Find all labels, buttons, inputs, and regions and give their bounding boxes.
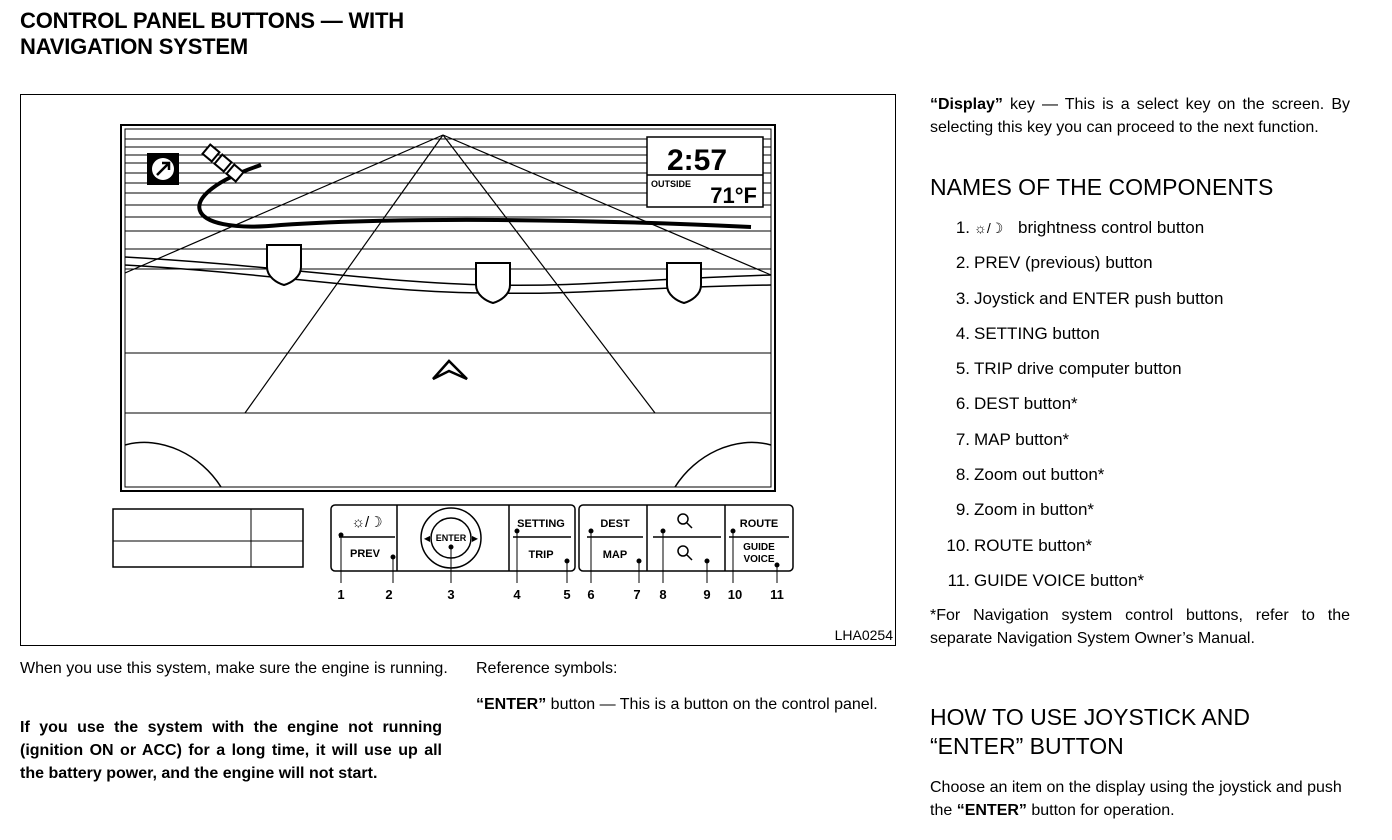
engine-running-note: When you use this system, make sure the … [20,660,448,677]
reference-symbols-label: Reference symbols: [476,660,618,677]
enter-desc: button — This is a button on the control… [546,696,878,713]
list-item: 6.DEST button* [955,394,1078,414]
blank-panel [112,508,304,568]
svg-text:◀: ◀ [424,534,431,543]
clock-box [646,136,764,208]
figure-code: LHA0254 [834,627,893,643]
list-item: 4.SETTING button [955,323,1100,343]
footnote: *For Navigation system control buttons, … [930,607,1350,647]
vehicle-position-icon [432,359,468,381]
control-panel-figure: 2:57 OUTSIDE 71°F ☼/☽ PREV ENTER ◀ ▶ SET [20,94,896,646]
howto-heading: HOW TO USE JOYSTICK AND “ENTER” BUTTON [930,703,1250,761]
brightness-button-icon: ☼/☽ [351,514,382,531]
map-button: MAP [603,549,627,561]
callout-11: 11 [770,587,784,602]
title-line-2: NAVIGATION SYSTEM [20,34,249,59]
callout-6: 6 [587,587,594,602]
prev-button: PREV [350,548,381,560]
enter-button-definition: “ENTER” button — This is a button on the… [476,693,896,716]
callout-5: 5 [563,587,570,602]
enter-term: “ENTER” [476,696,547,713]
route-button: ROUTE [740,518,779,530]
callout-7: 7 [633,587,640,602]
nav-display-screen [120,124,776,492]
list-item: 10.ROUTE button* [946,535,1093,555]
list-item: 7.MAP button* [955,429,1070,449]
list-item: 8.Zoom out button* [955,465,1105,485]
list-item: 2.PREV (previous) button [955,253,1153,273]
callout-4: 4 [513,587,521,602]
button-panel-right [578,504,794,572]
route-curve [197,163,752,229]
display-term: “Display” [930,96,1003,113]
svg-text:▶: ▶ [472,534,479,543]
howto-heading-line-2: “ENTER” BUTTON [930,733,1124,759]
control-panel-illustration: 2:57 OUTSIDE 71°F ☼/☽ PREV ENTER ◀ ▶ SET [112,124,794,602]
temperature-text: 71°F [710,183,757,208]
callout-8: 8 [659,587,666,602]
list-item: 9.Zoom in button* [955,500,1095,520]
display-key-definition: “Display” key — This is a select key on … [930,93,1350,139]
dest-button: DEST [600,518,630,530]
title-line-1: CONTROL PANEL BUTTONS — WITH [20,8,404,33]
callout-numbers: 1 2 3 4 5 6 7 8 9 10 11 [337,587,783,602]
voice-button-line: VOICE [743,554,774,565]
callout-10: 10 [728,587,742,602]
guide-button-line: GUIDE [743,542,775,553]
howto-paragraph: Choose an item on the display using the … [930,779,1342,819]
perspective-lines [124,134,772,414]
battery-warning: If you use the system with the engine no… [20,719,442,782]
howto-heading-line-1: HOW TO USE JOYSTICK AND [930,704,1250,730]
trip-button: TRIP [528,549,553,561]
setting-button: SETTING [517,518,565,530]
page-title: CONTROL PANEL BUTTONS — WITH NAVIGATION … [20,8,404,60]
callout-1: 1 [337,587,344,602]
list-item: 1.☼/☽brightness control button [930,210,1223,245]
satellite-icon [201,143,245,183]
highway-shields [266,244,702,305]
button-panel-left [330,504,576,572]
list-item: 11.GUIDE VOICE button* [947,570,1145,590]
callout-3: 3 [447,587,454,602]
zoom-out-icon [677,513,693,529]
sun-moon-icon: ☼/☽ [974,220,1004,236]
list-item: 3.Joystick and ENTER push button [955,288,1224,308]
enter-button: ENTER [436,533,467,543]
list-item: 5.TRIP drive computer button [955,359,1182,379]
display-desc: key — This is a select key on the screen… [930,96,1350,136]
clock-text: 2:57 [667,144,727,177]
zoom-in-icon [677,545,693,561]
components-list: 1.☼/☽brightness control button 2.PREV (p… [930,210,1223,598]
callout-2: 2 [385,587,392,602]
names-heading: NAMES OF THE COMPONENTS [930,174,1274,200]
callout-9: 9 [703,587,710,602]
outside-label: OUTSIDE [651,179,691,189]
